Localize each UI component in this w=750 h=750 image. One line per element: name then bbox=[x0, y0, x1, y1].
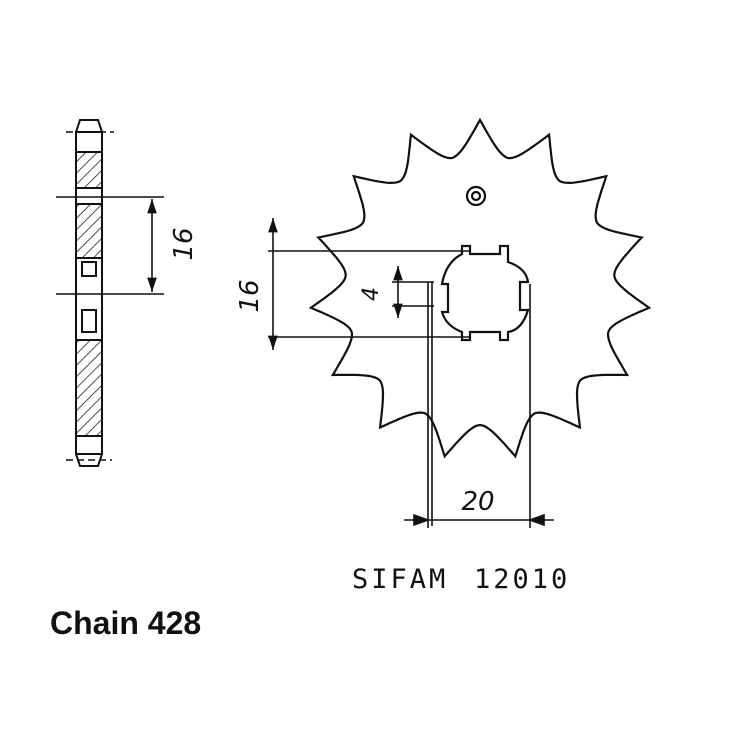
side-view bbox=[56, 119, 164, 467]
sprocket-splined-bore bbox=[440, 244, 530, 342]
side-hatch-lower bbox=[75, 339, 103, 437]
bore-label: 20 bbox=[461, 487, 494, 517]
front-dimensions bbox=[268, 218, 554, 528]
sprocket-small-hole-outer bbox=[465, 185, 487, 207]
chain-label: Chain 428 bbox=[50, 605, 201, 641]
side-hatch-upper bbox=[75, 151, 103, 189]
sprocket-small-hole-inner bbox=[470, 190, 482, 202]
side-hatch-mid bbox=[75, 203, 103, 259]
hub-height-label: 16 bbox=[235, 279, 265, 312]
sprocket-tooth-outline bbox=[308, 117, 652, 459]
sprocket-front-view bbox=[308, 117, 652, 459]
key-width-label: 4 bbox=[359, 287, 384, 301]
side-top-cap bbox=[75, 119, 103, 133]
bore-arrow-right bbox=[527, 513, 545, 527]
side-hub-notch-1 bbox=[81, 261, 97, 277]
side-hub-notch-2 bbox=[81, 309, 97, 333]
side-width-label: 16 bbox=[169, 227, 199, 260]
bore-arrow-left bbox=[413, 513, 431, 527]
part-number: 12010 bbox=[474, 564, 570, 595]
part-brand: SIFAM bbox=[352, 564, 448, 595]
